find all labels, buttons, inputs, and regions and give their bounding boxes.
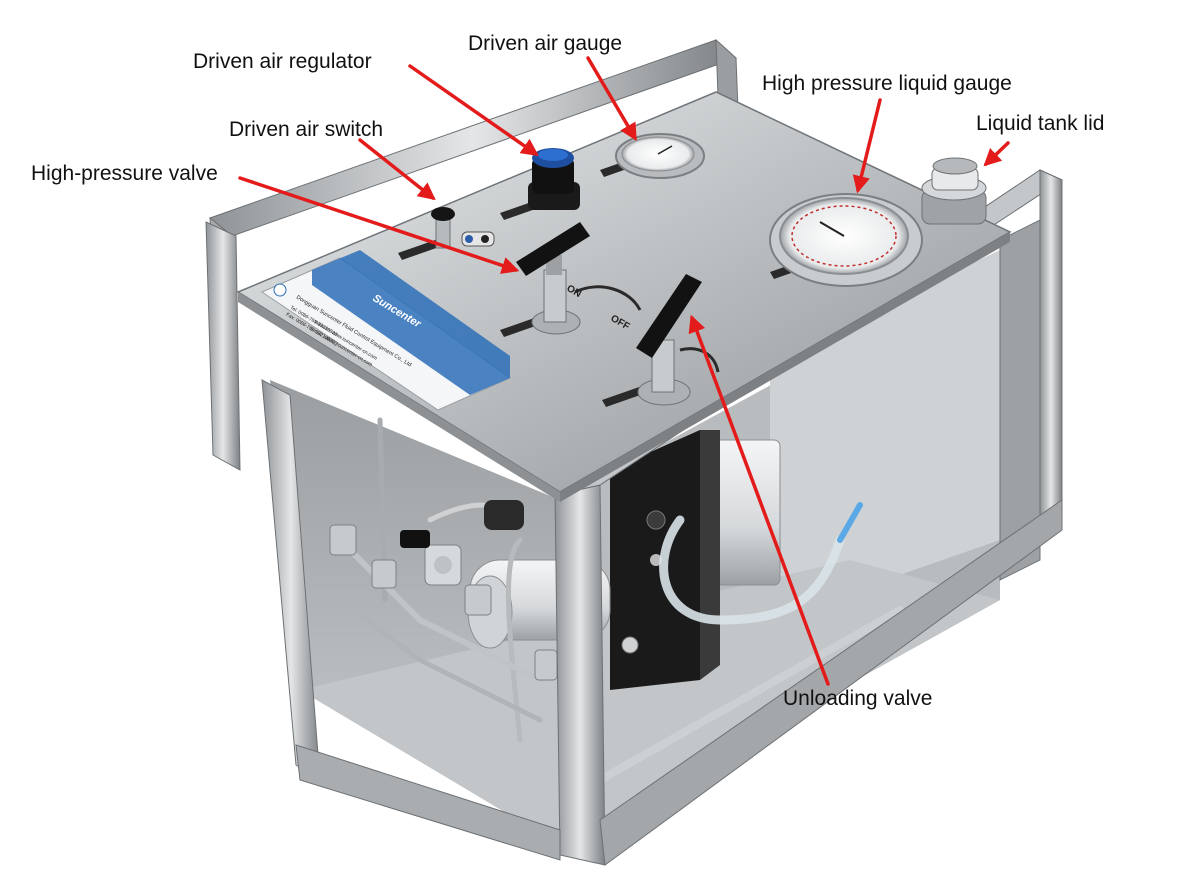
label-liquid-tank-lid: Liquid tank lid: [976, 112, 1105, 135]
driven-air-switch: [431, 207, 495, 249]
arrow-liquid-tank-lid: [983, 141, 1010, 167]
arrow-driven-air-gauge: [586, 56, 637, 142]
nameplate: Suncenter Dongguan Suncenter Fluid Contr…: [260, 250, 512, 411]
arrow-high-pressure-liquid-gauge: [852, 98, 882, 194]
label-high-pressure-valve: High-pressure valve: [31, 162, 218, 185]
label-unloading-valve: Unloading valve: [783, 687, 933, 710]
liquid-tank-lid: [921, 157, 987, 225]
fittings: [329, 500, 558, 681]
label-high-pressure-liquid-gauge: High pressure liquid gauge: [762, 72, 1012, 95]
label-driven-air-switch: Driven air switch: [229, 118, 384, 141]
air-driven-pump: [467, 430, 781, 690]
arrow-unloading-valve: [688, 314, 830, 686]
arrow-driven-air-switch: [358, 138, 436, 201]
arrow-driven-air-regulator: [408, 64, 539, 157]
label-driven-air-gauge: Driven air gauge: [468, 32, 623, 55]
driven-air-gauge: [615, 133, 705, 179]
arrow-high-pressure-valve: [238, 176, 520, 274]
high-pressure-liquid-gauge: [769, 193, 923, 287]
driven-air-regulator: [528, 148, 580, 210]
callout-arrows: [238, 56, 1010, 686]
tubing: [337, 417, 904, 784]
label-driven-air-regulator: Driven air regulator: [193, 50, 372, 73]
